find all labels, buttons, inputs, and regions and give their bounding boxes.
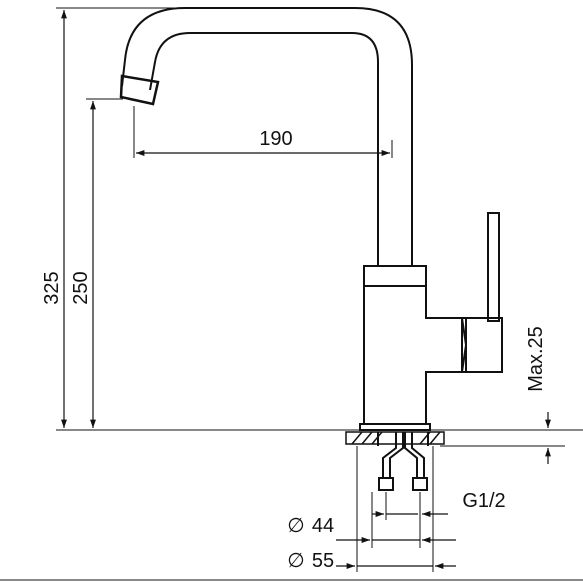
collar-ring — [363, 265, 427, 287]
faucet-outline — [119, 7, 503, 491]
dim-label-44-group: ∅ 44 — [287, 515, 334, 537]
hose-left — [382, 432, 404, 478]
lever-handle — [487, 212, 500, 322]
extension-lines — [0, 7, 583, 581]
dim-label-190: 190 — [259, 128, 292, 150]
dim-label-250: 250 — [70, 271, 92, 304]
dim-label-44: 44 — [312, 515, 334, 537]
body — [363, 286, 463, 425]
base-plate — [359, 423, 431, 431]
spout-inner — [149, 32, 379, 266]
dimension-lines — [61, 9, 551, 569]
dim-label-g12: G1/2 — [462, 490, 505, 512]
connector-right — [412, 477, 428, 491]
spout-outer — [121, 7, 413, 266]
spout-aerator — [119, 74, 160, 106]
diameter-symbol-55: ∅ — [287, 550, 304, 572]
diameter-symbol-44: ∅ — [287, 515, 304, 537]
dim-label-max25: Max.25 — [525, 326, 547, 392]
dim-label-325: 325 — [41, 271, 63, 304]
deck-hatch — [345, 431, 445, 445]
dim-label-55: 55 — [312, 550, 334, 572]
dim-label-55-group: ∅ 55 — [287, 550, 334, 572]
hose-right — [404, 432, 425, 478]
lever-block — [460, 317, 503, 373]
connector-left — [378, 477, 394, 491]
